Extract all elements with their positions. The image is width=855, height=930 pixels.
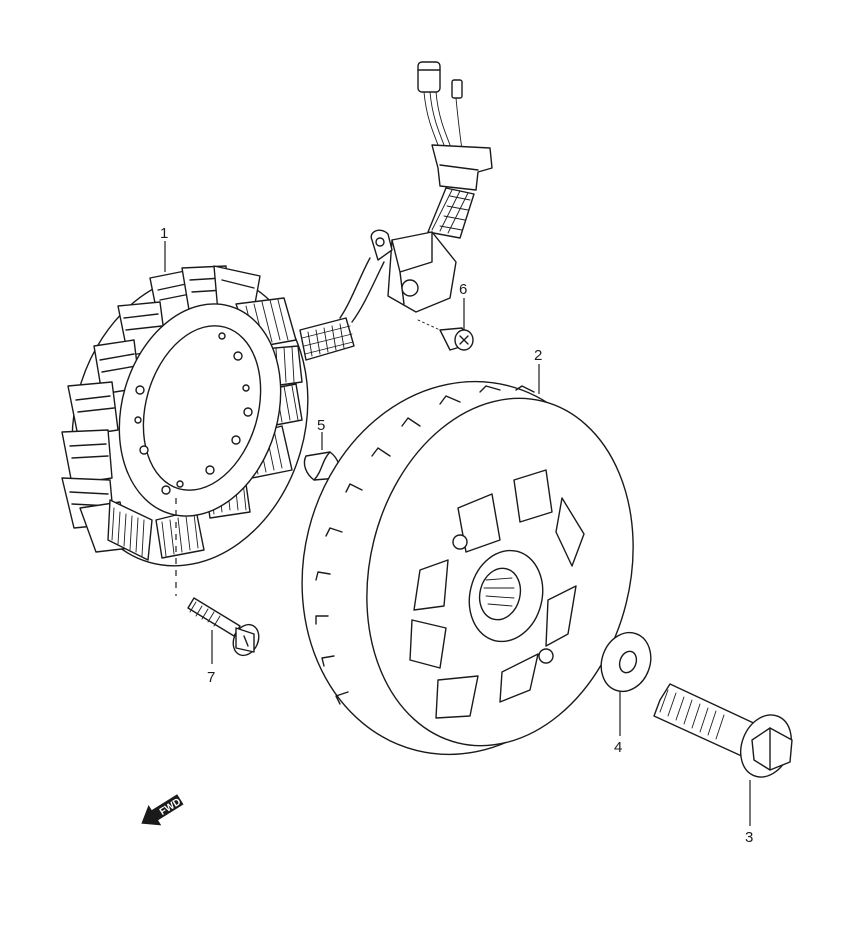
wire-harness	[299, 61, 493, 361]
callout-1: 1	[160, 225, 168, 242]
fwd-arrow-icon: FWD	[141, 794, 184, 826]
screw-part	[417, 319, 474, 351]
callout-7: 7	[207, 669, 215, 686]
rotor-windows	[409, 469, 585, 719]
rotor-rim-slots	[315, 385, 535, 705]
rotor-bolt-part	[653, 683, 793, 778]
callout-3: 3	[745, 829, 753, 846]
callout-2: 2	[534, 347, 542, 364]
rotor-flywheel	[301, 380, 634, 756]
stator-assembly	[61, 265, 309, 567]
callout-5: 5	[317, 417, 325, 434]
stator-bolt-part	[187, 597, 260, 657]
leader-lines	[164, 241, 751, 826]
stator-holes	[134, 332, 253, 495]
callout-4: 4	[614, 739, 622, 756]
washer-part	[600, 631, 652, 693]
callout-6: 6	[459, 281, 467, 298]
